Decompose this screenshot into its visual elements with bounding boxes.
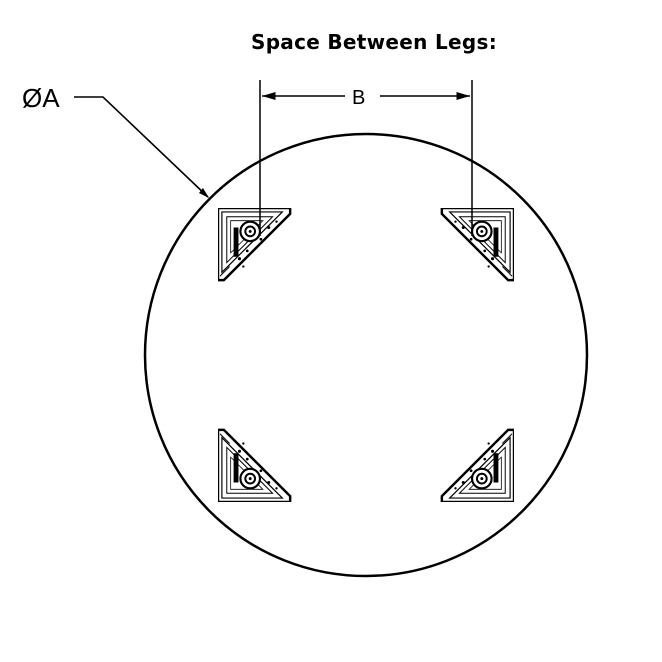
diameter-callout: ØA bbox=[22, 83, 209, 198]
leg-bracket-bottom-left-icon bbox=[218, 428, 292, 502]
leg-bracket-top-right-icon bbox=[440, 208, 514, 282]
leg-bracket-top-left-icon bbox=[218, 208, 292, 282]
spacing-label: B bbox=[352, 87, 365, 109]
base-circle bbox=[143, 132, 589, 578]
spacing-dimension: B bbox=[259, 80, 473, 236]
leg-bracket-bottom-right-icon bbox=[440, 428, 514, 502]
diameter-label: ØA bbox=[22, 83, 60, 113]
diagram-title: Space Between Legs: bbox=[250, 30, 497, 54]
